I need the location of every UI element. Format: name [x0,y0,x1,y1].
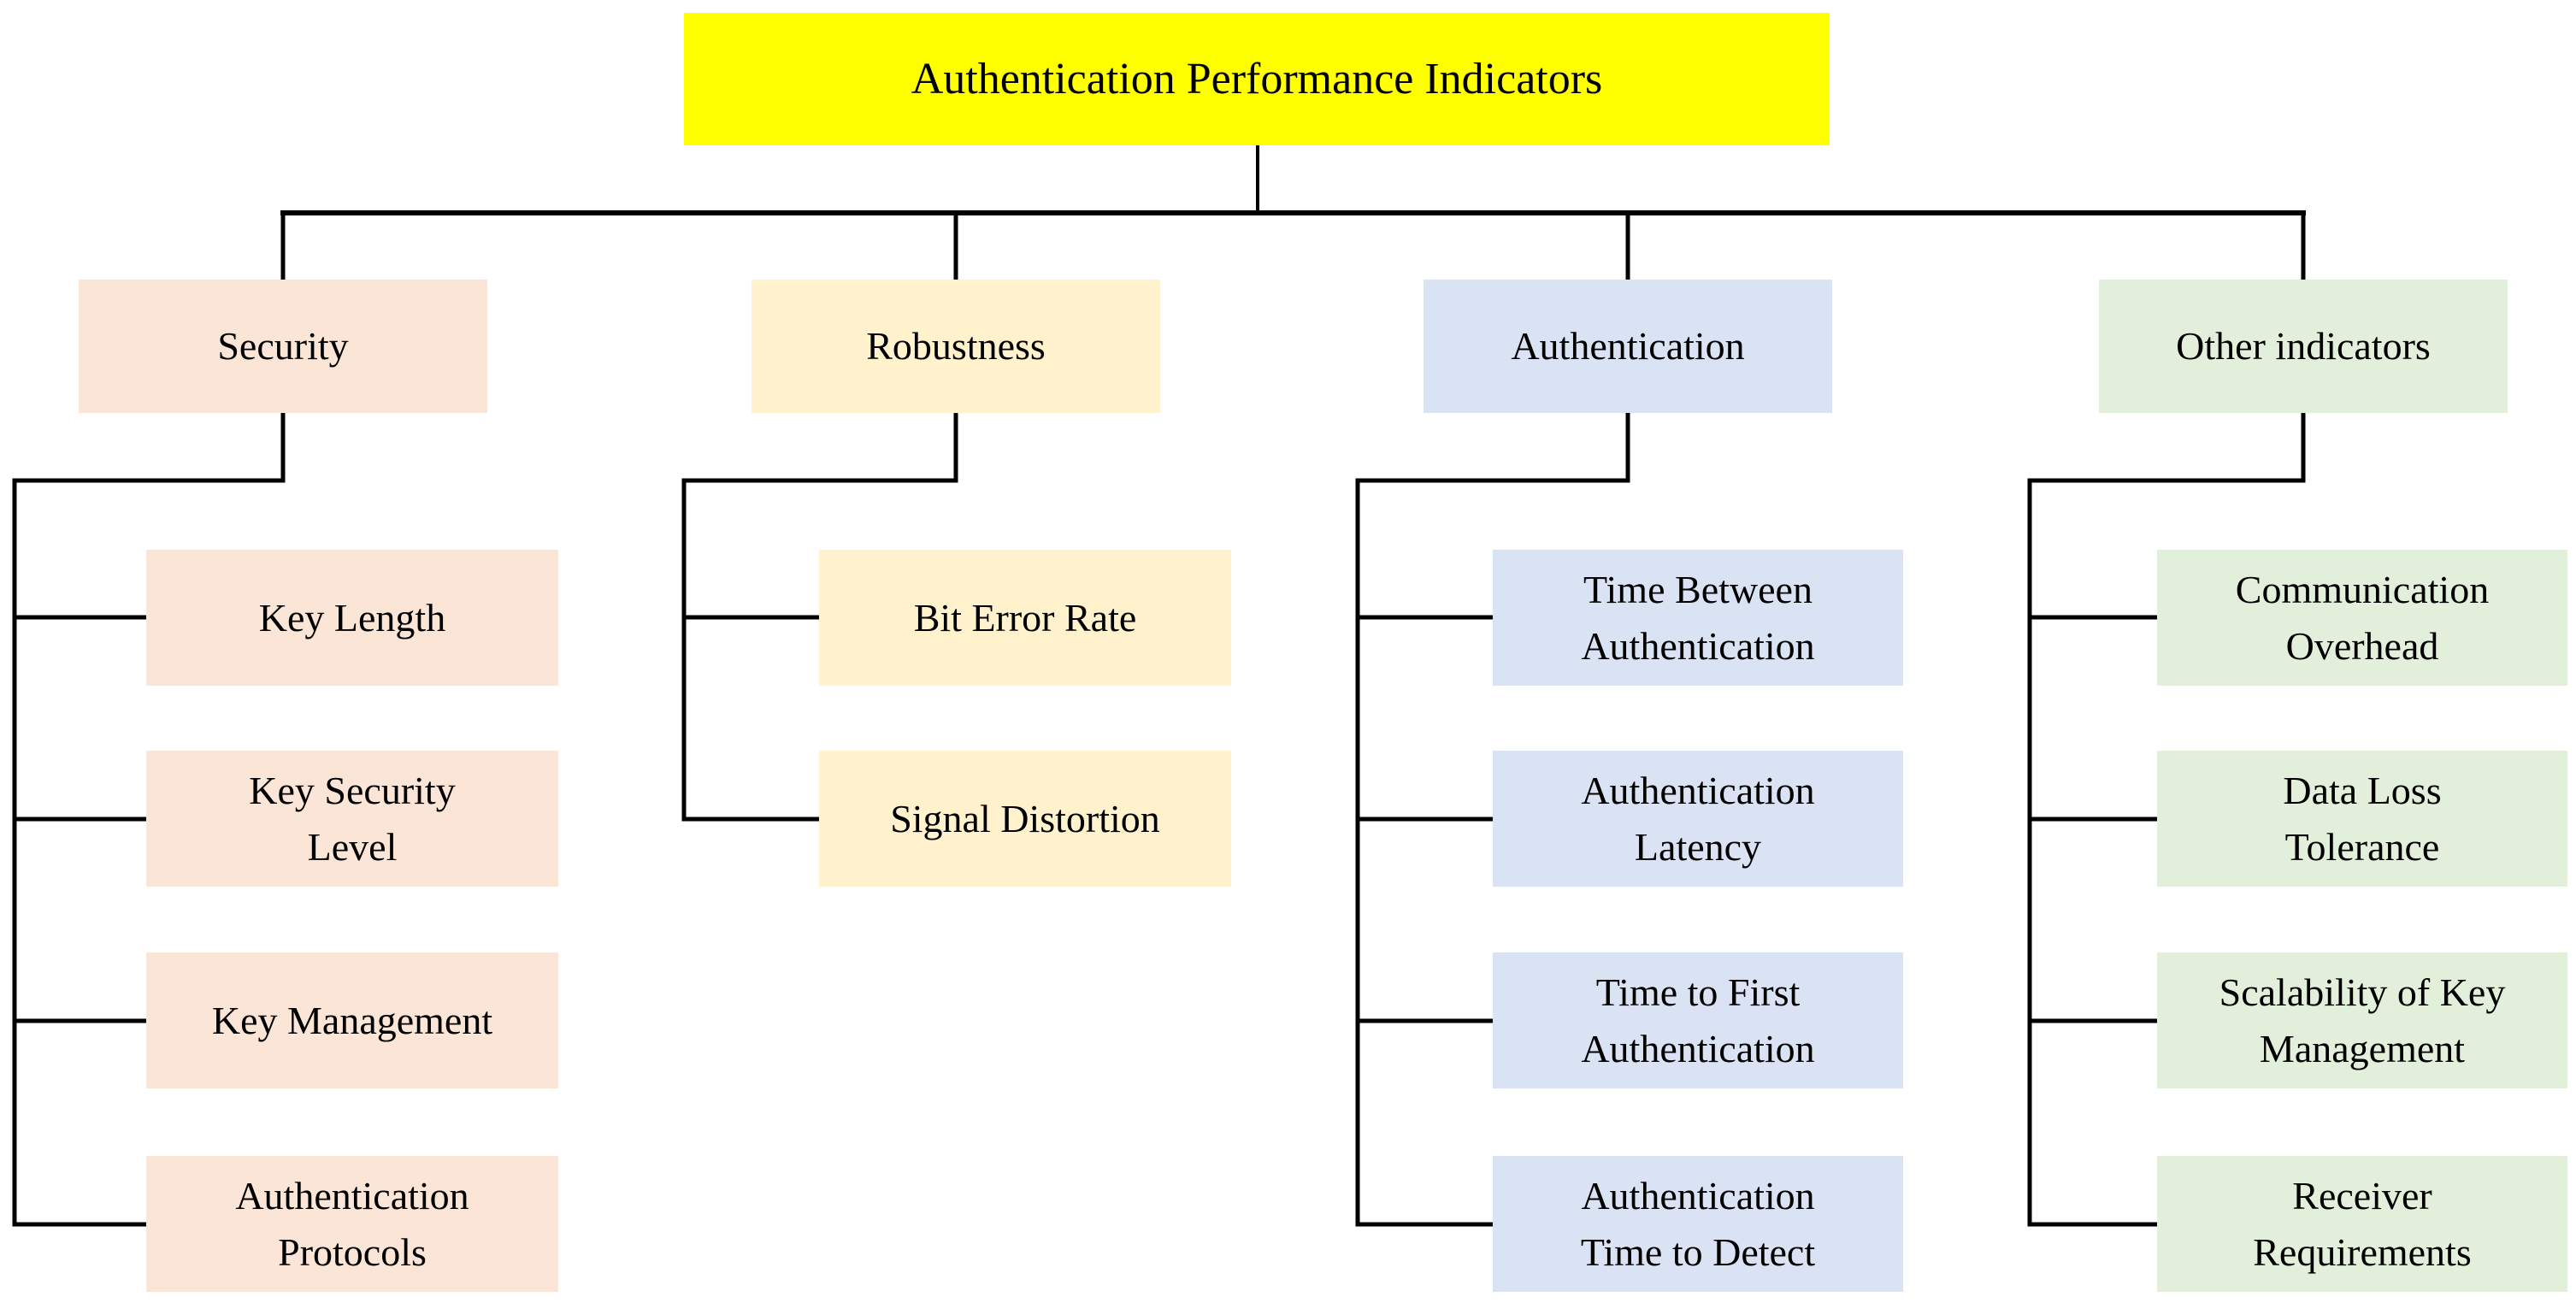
node-key-length: Key Length [146,550,558,686]
node-signal-distortion: Signal Distortion [819,751,1231,887]
node-time-between-authentication: Time Between Authentication [1493,550,1903,686]
tree-edges [12,145,2306,1227]
edge-spine-authentication [1355,413,1630,1227]
node-receiver-requirements: Receiver Requirements [2157,1156,2567,1292]
node-authentication: Authentication [1424,280,1832,413]
node-authentication-latency: Authentication Latency [1493,751,1903,887]
node-scalability-of-key-management: Scalability of Key Management [2157,952,2567,1088]
node-key-management: Key Management [146,952,558,1088]
node-data-loss-tolerance: Data Loss Tolerance [2157,751,2567,887]
node-root-title: Authentication Performance Indicators [684,13,1830,145]
node-communication-overhead: Communication Overhead [2157,550,2567,686]
edge-spine-security [12,413,286,1227]
node-time-to-first-authentication: Time to First Authentication [1493,952,1903,1088]
node-key-security-level: Key Security Level [146,751,558,887]
edge-spine-other [2027,413,2306,1227]
node-bit-error-rate: Bit Error Rate [819,550,1231,686]
node-other-indicators: Other indicators [2099,280,2508,413]
node-security: Security [79,280,487,413]
node-authentication-protocols: Authentication Protocols [146,1156,558,1292]
node-authentication-time-to-detect: Authentication Time to Detect [1493,1156,1903,1292]
edge-spine-robustness [681,413,958,822]
node-robustness: Robustness [752,280,1160,413]
